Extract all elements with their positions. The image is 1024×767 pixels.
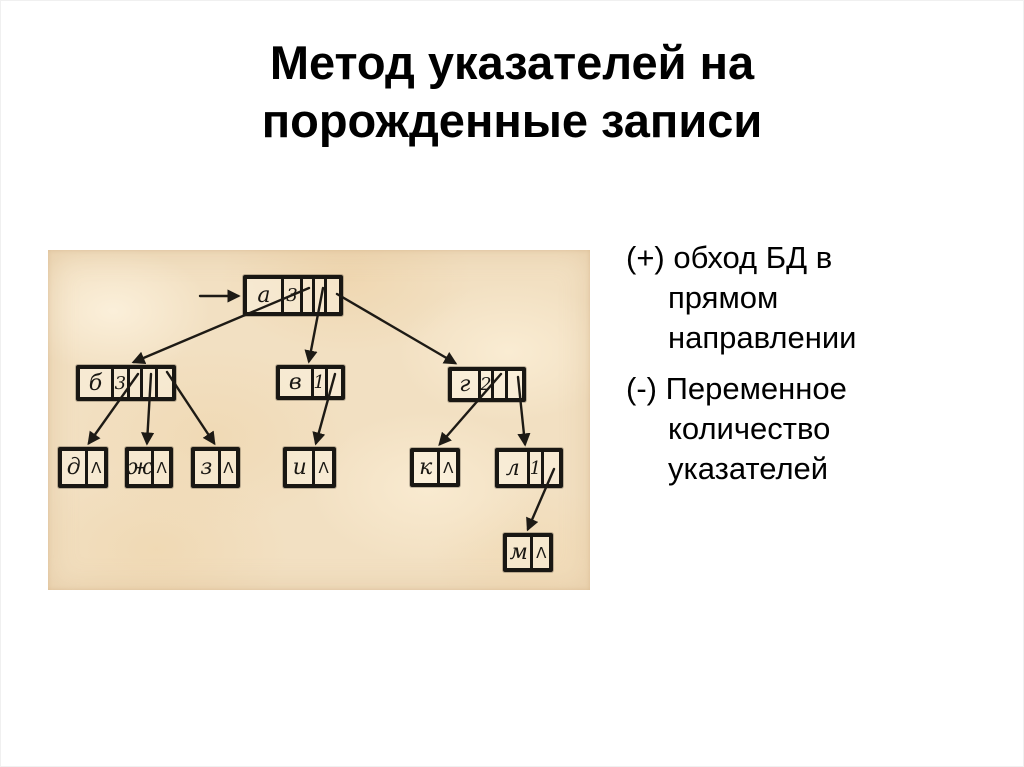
cell-pointer — [315, 279, 328, 312]
cell-letter-а: а — [247, 279, 284, 312]
cell-num-3: 3 — [114, 369, 130, 397]
cell-nil-Λ: Λ — [156, 458, 167, 477]
notes-block: (+) обход БД в прямом направлении (-) Пе… — [626, 238, 996, 500]
cell-pointer — [158, 369, 172, 397]
cell-nil-Λ: Λ — [536, 543, 547, 562]
note-con-line3: указателей — [668, 451, 829, 486]
cell-pointer — [328, 369, 341, 396]
note-pro-line3: направлении — [668, 320, 857, 355]
arrow-a-to-g — [335, 292, 458, 365]
cell-letter-м: м — [507, 537, 534, 568]
cell-pointer — [303, 279, 316, 312]
cell-nil-Λ: Λ — [91, 458, 102, 477]
cell-nil-Λ: Λ — [318, 458, 329, 477]
cell-pointer — [143, 369, 159, 397]
note-con-line2: количество — [668, 411, 831, 446]
cell-letter-з: з — [195, 451, 221, 484]
cell-letter-в: в — [280, 369, 314, 396]
cell-letter-б: б — [80, 369, 115, 397]
note-pro-line1: (+) обход БД в — [626, 240, 833, 275]
cell-pointer — [494, 371, 508, 398]
note-con-line1: (-) Переменное — [626, 371, 847, 406]
cell-num-1: 1 — [530, 452, 544, 484]
note-pro-line2: прямом — [668, 280, 779, 315]
cell-letter-г: г — [452, 371, 481, 398]
cell-letter-к: к — [414, 452, 441, 483]
note-pro: (+) обход БД в прямом направлении — [626, 238, 996, 358]
cell-pointer — [327, 279, 339, 312]
slide-title: Метод указателей на порожденные записи — [0, 34, 1024, 150]
slide-title-line2: порожденные записи — [261, 94, 763, 147]
cell-pointer — [544, 452, 559, 484]
cell-num-2: 2 — [481, 371, 494, 398]
cell-nil-Λ: Λ — [223, 458, 234, 477]
cell-nil-Λ: Λ — [443, 458, 454, 477]
cell-num-3: 3 — [284, 279, 304, 312]
cell-num-1: 1 — [314, 369, 328, 396]
note-con: (-) Переменное количество указателей — [626, 369, 996, 489]
cell-pointer — [130, 369, 144, 397]
cell-letter-д: д — [62, 451, 89, 484]
cell-letter-и: и — [287, 451, 316, 484]
cell-pointer — [508, 371, 522, 398]
cell-letter-л: л — [499, 452, 530, 484]
cell-letter-ж: ж — [129, 451, 155, 484]
slide-title-line1: Метод указателей на — [269, 36, 755, 89]
